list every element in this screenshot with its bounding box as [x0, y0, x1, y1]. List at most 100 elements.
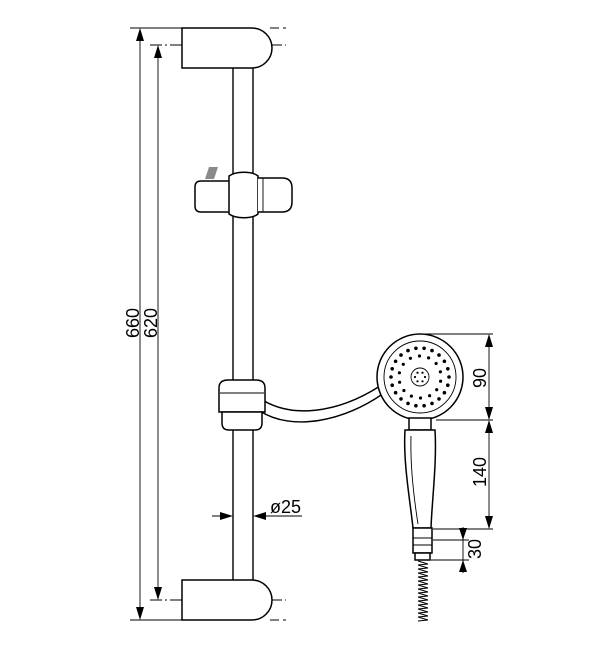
spray-nozzle	[435, 388, 439, 392]
arrow-head	[253, 512, 266, 520]
spray-nozzle	[437, 353, 441, 357]
spiral-coil	[417, 568, 429, 573]
hand-shower-holder	[218, 379, 266, 431]
dimension-connector-length: 30	[459, 527, 485, 573]
spray-nozzle	[430, 348, 434, 353]
spray-nozzle	[390, 367, 395, 371]
bottom-wall-bracket	[181, 579, 273, 621]
spiral-coil	[417, 604, 429, 609]
slider-clamp	[228, 171, 259, 219]
shower-head-inner-ring	[383, 340, 457, 414]
spray-nozzle	[447, 375, 451, 379]
spiral-coil	[417, 608, 429, 613]
spiral-coil	[417, 571, 429, 574]
spiral-coil	[417, 575, 429, 578]
spray-nozzle	[406, 401, 410, 406]
spray-nozzle	[442, 390, 447, 395]
spray-nozzle	[427, 356, 431, 360]
spiral-coil	[417, 611, 429, 614]
spray-nozzle	[416, 380, 419, 383]
spiral-coil	[417, 612, 429, 617]
spray-nozzle	[390, 383, 395, 388]
spiral-coil	[417, 587, 429, 590]
slide-rail	[232, 68, 254, 580]
holder-base	[221, 411, 263, 431]
dimension-rail-diameter: ø25	[212, 497, 302, 520]
spray-nozzle	[422, 346, 426, 351]
spiral-coil	[417, 567, 429, 570]
arrow-head	[485, 420, 493, 433]
spray-nozzle	[413, 375, 417, 379]
dimension-label-90: 90	[470, 368, 490, 388]
spray-nozzle	[397, 371, 401, 375]
spray-nozzle	[423, 375, 427, 379]
spiral-coil	[417, 600, 429, 605]
arrow-head	[485, 516, 493, 529]
spray-nozzle	[408, 356, 412, 360]
spray-nozzle	[409, 394, 413, 398]
slider-tab	[205, 167, 218, 179]
spiral-coil	[417, 588, 429, 593]
arrow-head	[485, 407, 493, 420]
spray-nozzle	[414, 346, 418, 351]
slider-left-block	[194, 180, 233, 213]
shower-hose	[257, 385, 385, 423]
arrow-head	[136, 607, 144, 620]
slider-right-block	[258, 177, 293, 213]
hose-connector	[412, 527, 433, 554]
spiral-coil	[417, 616, 429, 621]
spiral-coil	[417, 599, 429, 602]
arrow-head	[220, 512, 233, 520]
arrow-head	[459, 528, 467, 540]
arrow-head	[485, 334, 493, 347]
spray-nozzle	[438, 370, 442, 374]
dimension-handle-length: 140	[470, 420, 493, 529]
spray-nozzle	[389, 375, 393, 379]
spiral-coil	[417, 580, 429, 585]
connector-nut	[414, 552, 431, 561]
spiral-coil	[417, 576, 429, 581]
spiral-coil	[417, 603, 429, 606]
spray-nozzle	[393, 359, 398, 364]
dimension-label-140: 140	[470, 457, 490, 487]
spray-nozzle	[434, 361, 438, 366]
dimension-overall-height: 660	[123, 28, 144, 620]
top-wall-bracket	[181, 27, 273, 69]
hose-edge-lower	[259, 392, 385, 423]
spray-nozzle	[414, 403, 418, 408]
dimension-label-30: 30	[465, 539, 485, 559]
spray-nozzle	[393, 390, 398, 395]
spray-nozzle	[399, 353, 403, 357]
spray-nozzle	[446, 367, 450, 371]
spiral-coil	[417, 607, 429, 610]
spray-nozzle	[421, 371, 424, 374]
spiral-coil	[417, 572, 429, 577]
spiral-coil	[417, 564, 429, 569]
dimension-label-diameter: ø25	[270, 497, 301, 517]
spiral-coil	[417, 619, 429, 622]
shower-neck	[408, 417, 432, 431]
handle-highlight	[410, 435, 419, 525]
spray-nozzle	[439, 379, 443, 383]
spray-nozzle	[422, 403, 426, 408]
arrow-head	[459, 560, 467, 572]
shower-head-center	[410, 367, 430, 387]
spiral-hose	[417, 560, 429, 622]
spray-nozzle	[406, 348, 410, 353]
spray-nozzle	[430, 401, 434, 406]
spray-nozzle	[418, 396, 423, 400]
shower-handle	[403, 429, 437, 529]
spiral-coil	[417, 584, 429, 589]
dimension-label-620: 620	[141, 308, 161, 338]
spray-nozzle	[402, 388, 406, 393]
spiral-coil	[417, 591, 429, 594]
spray-nozzle	[417, 354, 422, 358]
dimension-head-diameter: 90	[470, 334, 493, 420]
spiral-coil	[417, 579, 429, 582]
spiral-coil	[417, 595, 429, 598]
spiral-coil	[417, 596, 429, 601]
spray-nozzle	[446, 383, 450, 388]
adjustable-slider	[194, 167, 293, 219]
arrow-head	[136, 28, 144, 41]
